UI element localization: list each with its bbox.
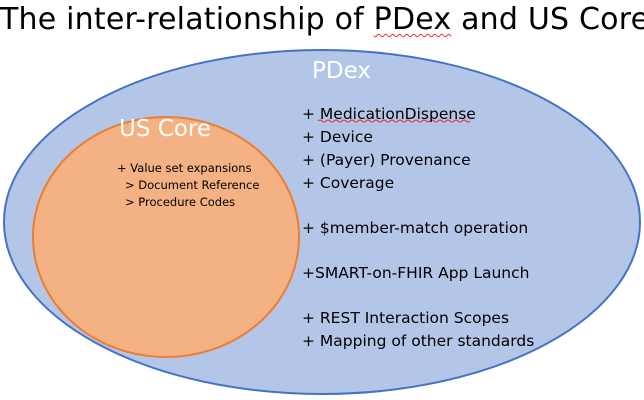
title-prefix: The inter-relationship of — [0, 2, 374, 37]
title-pdex: PDex — [373, 2, 452, 37]
pdex-item-rest-scopes: + REST Interaction Scopes — [302, 309, 510, 327]
us-core-items: + Value set expansions > Document Refere… — [117, 160, 259, 211]
pdex-item-medicationdispense: + MedicationDispense — [302, 105, 476, 123]
pdex-item-device: + Device — [302, 128, 373, 146]
pdex-items: + MedicationDispense + Device + (Payer) … — [302, 103, 534, 353]
us-core-label: US Core — [119, 116, 211, 142]
title-suffix: and US Core — [451, 2, 644, 37]
pdex-item-coverage: + Coverage — [302, 174, 395, 192]
pdex-item-provenance: + (Payer) Provenance — [302, 151, 471, 169]
us-core-item: + Value set expansions — [117, 161, 252, 175]
pdex-label: PDex — [312, 58, 371, 84]
slide-title: The inter-relationship of PDex and US Co… — [0, 2, 644, 37]
pdex-item-member-match: + $member-match operation — [302, 219, 529, 237]
pdex-item-smart-app-launch: +SMART-on-FHIR App Launch — [302, 264, 530, 282]
medicationdispense-squiggle — [317, 119, 471, 123]
pdex-item-mapping: + Mapping of other standards — [302, 332, 535, 350]
us-core-circle — [32, 116, 300, 358]
us-core-subitem: > Procedure Codes — [125, 195, 236, 209]
us-core-subitem: > Document Reference — [125, 178, 260, 192]
